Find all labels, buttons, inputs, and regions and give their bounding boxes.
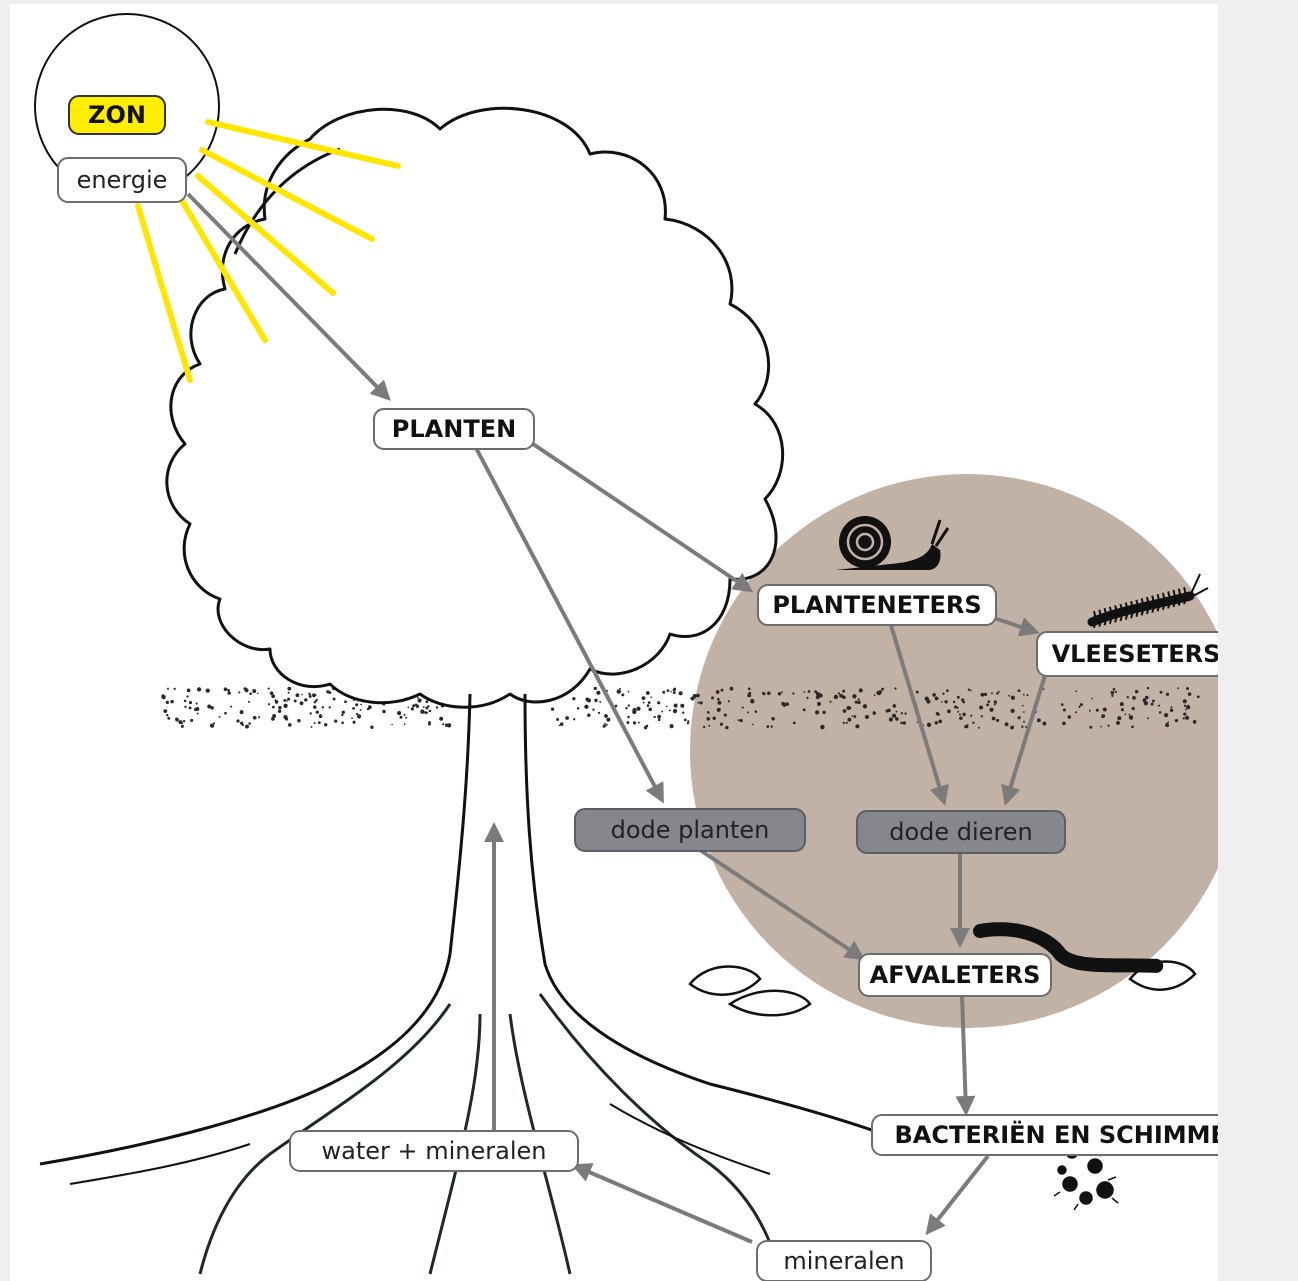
food-cycle-diagram: ZON energie PLANTEN PLANTENETERS VLEESET… xyxy=(10,4,1218,1281)
label-afvaleters: AFVALETERS xyxy=(858,953,1052,997)
label-mineralen: mineralen xyxy=(756,1240,932,1281)
label-dode-planten: dode planten xyxy=(574,808,806,852)
label-planteneters: PLANTENETERS xyxy=(757,584,997,626)
label-water-mineralen: water + mineralen xyxy=(289,1130,579,1172)
label-zon: ZON xyxy=(68,95,166,135)
label-energie: energie xyxy=(57,157,187,203)
label-dode-dieren: dode dieren xyxy=(856,810,1066,854)
label-planten: PLANTEN xyxy=(373,408,535,450)
label-vleeseters: VLEESETERS xyxy=(1036,631,1218,677)
arrow-bacterien-mineralen xyxy=(928,1156,988,1232)
label-bacterien-en-schimmels: BACTERIËN EN SCHIMMELS xyxy=(871,1114,1218,1156)
